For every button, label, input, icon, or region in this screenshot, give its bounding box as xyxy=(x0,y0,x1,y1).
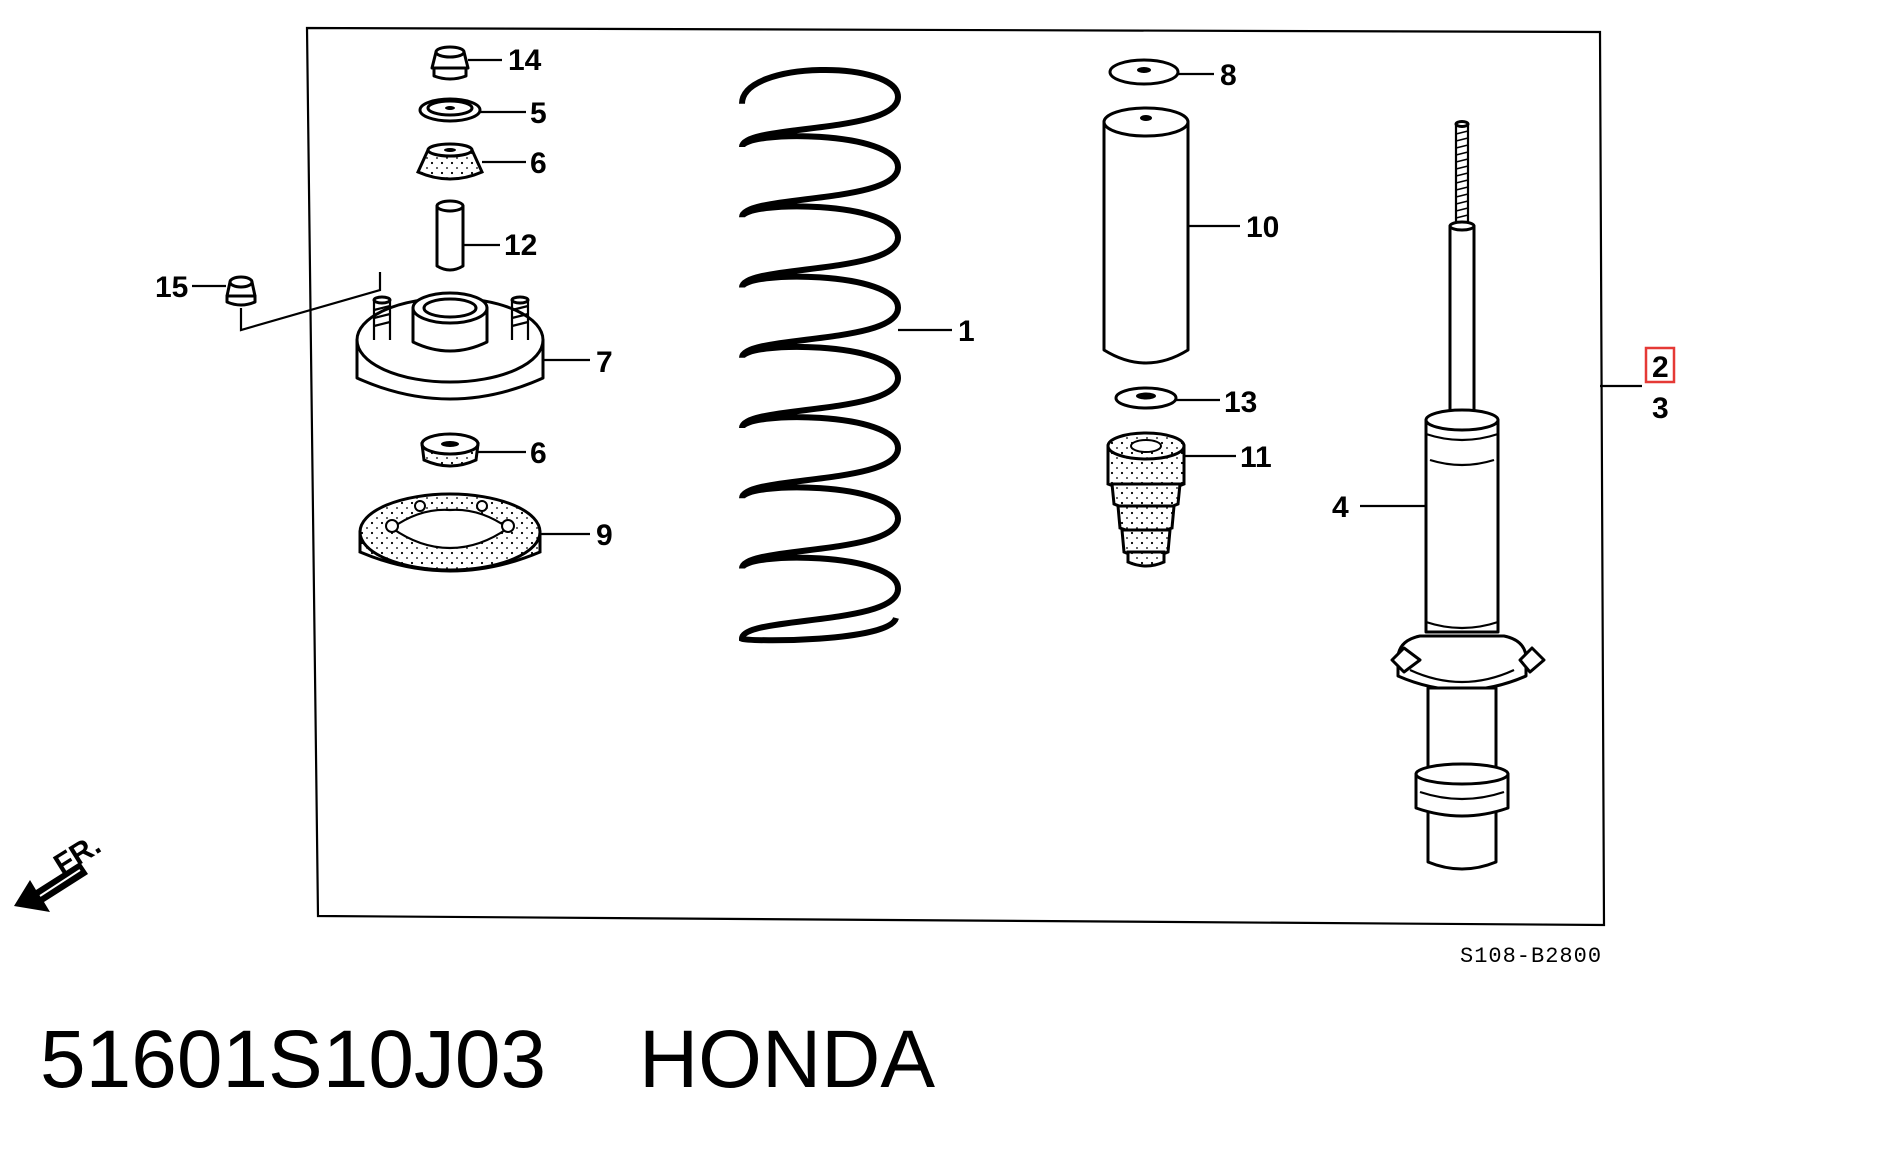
part-6-upper-bushing[interactable] xyxy=(416,142,526,181)
callout-2-highlight xyxy=(1644,346,1676,384)
part-1-coil-spring[interactable] xyxy=(738,67,952,644)
callout-11[interactable]: 11 xyxy=(1240,441,1272,474)
callout-8[interactable]: 8 xyxy=(1220,59,1237,92)
part-12-collar[interactable] xyxy=(435,199,500,272)
footer-caption: 51601S10J03 HONDA xyxy=(40,1005,935,1115)
part-6-lower-bushing[interactable] xyxy=(420,432,526,468)
part-8-washer[interactable] xyxy=(1108,58,1214,86)
callout-13[interactable]: 13 xyxy=(1224,386,1257,419)
exploded-parts-diagram: 14 5 6 12 15 xyxy=(14,26,1676,969)
callout-10[interactable]: 10 xyxy=(1246,211,1279,244)
callout-2[interactable]: 2 xyxy=(1652,351,1669,384)
part-7-mount-base[interactable] xyxy=(355,291,590,401)
diagram-code: S108-B2800 xyxy=(1460,944,1602,969)
callout-6-lower[interactable]: 6 xyxy=(530,437,547,470)
part-4-shock-absorber[interactable] xyxy=(1360,120,1546,871)
part-number: 51601S10J03 xyxy=(40,1014,547,1105)
part-14-nut[interactable] xyxy=(430,45,502,81)
callout-12[interactable]: 12 xyxy=(504,229,537,262)
callout-7[interactable]: 7 xyxy=(596,346,613,379)
callout-9[interactable]: 9 xyxy=(596,519,613,552)
part-11-bump-stop[interactable] xyxy=(1106,431,1236,568)
callout-1[interactable]: 1 xyxy=(958,315,975,348)
brand-name: HONDA xyxy=(638,1014,936,1105)
part-15-flange-nut[interactable] xyxy=(192,272,382,332)
callout-14[interactable]: 14 xyxy=(508,44,542,77)
front-label: FR. xyxy=(48,828,106,882)
front-direction-arrow xyxy=(14,862,88,912)
callout-6-upper[interactable]: 6 xyxy=(530,147,547,180)
callout-3[interactable]: 3 xyxy=(1652,392,1669,425)
callout-15[interactable]: 15 xyxy=(155,271,188,304)
part-5-washer[interactable] xyxy=(418,97,526,123)
part-9-rubber-seat[interactable] xyxy=(358,492,590,573)
part-13-washer[interactable] xyxy=(1114,386,1220,410)
callout-5[interactable]: 5 xyxy=(530,97,547,130)
diagram-frame xyxy=(305,26,1606,927)
part-10-dust-boot[interactable] xyxy=(1102,106,1240,365)
callout-4[interactable]: 4 xyxy=(1332,491,1349,524)
